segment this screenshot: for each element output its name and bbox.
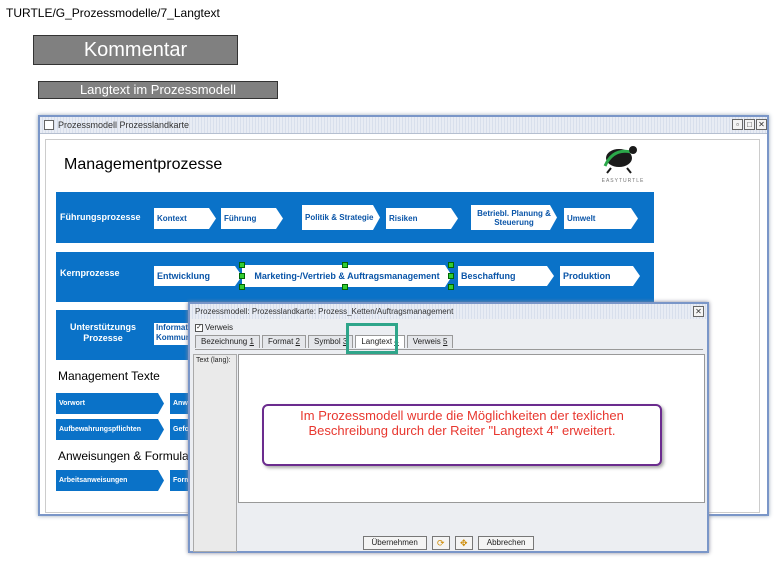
management-texte-title: Management Texte <box>58 369 160 383</box>
selection-handle[interactable] <box>239 273 245 279</box>
annotation-callout: Im Prozessmodell wurde die Möglichkeiten… <box>262 404 662 466</box>
verweis-label: Verweis <box>205 323 234 332</box>
dialog-tabs: Bezeichnung 1 Format 2 Symbol 3 Langtext… <box>195 335 454 349</box>
selection-handle[interactable] <box>239 262 245 268</box>
refresh-icon[interactable]: ⟳ <box>431 535 450 550</box>
selection-handle[interactable] <box>342 262 348 268</box>
minimize-icon[interactable]: ▫ <box>732 119 743 130</box>
tab-verweis[interactable]: Verweis 5 <box>406 335 454 348</box>
section-title: Managementprozesse <box>64 156 223 173</box>
maximize-icon[interactable]: □ <box>744 119 755 130</box>
langtext-tab-highlight <box>346 323 398 354</box>
window-icon <box>44 120 54 130</box>
process-produktion[interactable]: Produktion <box>560 266 640 286</box>
band-label-unterstuetzung: Unterstützungs Prozesse <box>70 322 136 343</box>
uebernehmen-button[interactable]: Übernehmen <box>362 535 427 550</box>
dialog-buttonbar: Übernehmen ⟳ ✥ Abbrechen <box>190 534 707 551</box>
band-unterstuetzungsprozesse: Unterstützungs Prozesse Informati Kommun <box>56 310 196 360</box>
process-politik-strategie[interactable]: Politik & Strategie <box>302 205 380 230</box>
abbrechen-button[interactable]: Abbrechen <box>477 535 535 550</box>
text-aufbewahrungspflichten[interactable]: Aufbewahrungspflichten <box>56 419 164 440</box>
easyturtle-logo: EASYTURTLE <box>599 138 647 184</box>
band-fuehrungsprozesse: Führungsprozesse Kontext Führung Politik… <box>56 192 654 243</box>
process-entwicklung[interactable]: Entwicklung <box>154 266 242 286</box>
dialog-title: Prozessmodell: Prozesslandkarte: Prozess… <box>195 307 454 316</box>
pin-icon[interactable]: ✥ <box>454 535 473 550</box>
checkbox-check-icon[interactable]: ✓ <box>195 323 203 332</box>
verweis-checkbox[interactable]: ✓ Verweis <box>195 323 233 332</box>
dialog-close-icon[interactable]: ✕ <box>693 306 704 317</box>
band-label-kern: Kernprozesse <box>60 268 120 278</box>
process-betriebl-planung[interactable]: Betriebl. Planung & Steuerung <box>471 205 557 230</box>
selection-handle[interactable] <box>239 284 245 290</box>
selection-handle[interactable] <box>448 284 454 290</box>
text-vorwort[interactable]: Vorwort <box>56 393 164 414</box>
process-umwelt[interactable]: Umwelt <box>564 208 638 229</box>
tabs-divider <box>195 349 703 350</box>
selection-handle[interactable] <box>448 273 454 279</box>
anweisungen-title: Anweisungen & Formulare <box>58 449 200 463</box>
text-lang-label: Text (lang): <box>193 354 237 552</box>
header-kommentar: Kommentar <box>33 35 238 65</box>
header-langtext: Langtext im Prozessmodell <box>38 81 278 99</box>
breadcrumb: TURTLE/G_Prozessmodelle/7_Langtext <box>6 6 220 20</box>
selection-handle[interactable] <box>448 262 454 268</box>
process-kontext[interactable]: Kontext <box>154 208 216 229</box>
tab-format[interactable]: Format 2 <box>261 335 306 348</box>
process-beschaffung[interactable]: Beschaffung <box>458 266 554 286</box>
dialog-titlebar: Prozessmodell: Prozesslandkarte: Prozess… <box>190 304 707 319</box>
close-icon[interactable]: ✕ <box>756 119 767 130</box>
tab-bezeichnung[interactable]: Bezeichnung 1 <box>195 335 260 348</box>
selection-handle[interactable] <box>342 284 348 290</box>
text-arbeitsanweisungen[interactable]: Arbeitsanweisungen <box>56 470 164 491</box>
process-marketing-vertrieb[interactable]: Marketing-/Vertrieb & Auftragsmanagement <box>242 265 452 287</box>
band-label-fuehrung: Führungsprozesse <box>60 212 141 222</box>
window-titlebar: Prozessmodell Prozesslandkarte ▫ □ ✕ <box>40 117 767 134</box>
window-title: Prozessmodell Prozesslandkarte <box>58 120 190 130</box>
process-fuehrung[interactable]: Führung <box>221 208 283 229</box>
logo-text: EASYTURTLE <box>601 178 645 184</box>
band-kernprozesse: Kernprozesse Entwicklung Marketing-/Vert… <box>56 252 654 302</box>
process-risiken[interactable]: Risiken <box>386 208 458 229</box>
process-information[interactable]: Informati Kommun <box>154 323 196 345</box>
tab-symbol[interactable]: Symbol 3 <box>307 335 354 348</box>
